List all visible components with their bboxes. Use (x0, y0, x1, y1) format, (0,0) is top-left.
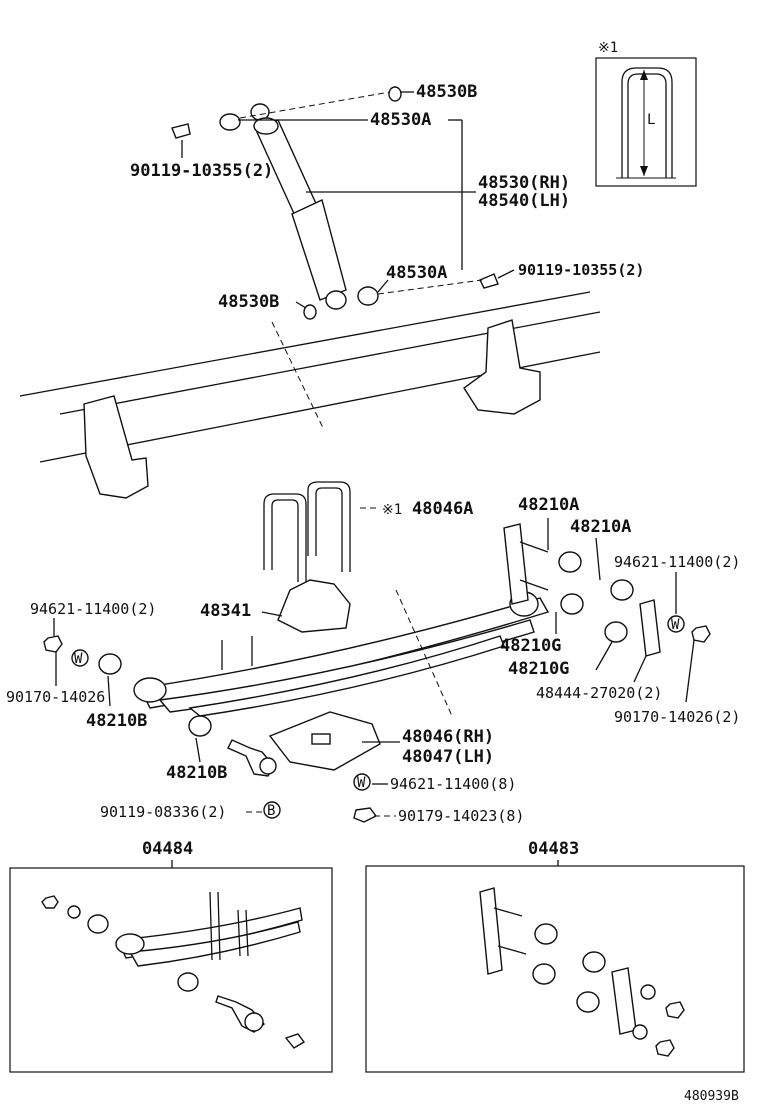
washer-94621-right-icon (667, 615, 685, 633)
label-48444-27020: 48444-27020(2) (536, 684, 662, 702)
washer-marker-seat: W (357, 775, 366, 791)
kit-04483-plate-icon (611, 967, 637, 1035)
kit-04484: 04484 (9, 839, 333, 1073)
kit-04483-frame (365, 865, 745, 1073)
label-94621-11400-left: 94621-11400(2) (30, 600, 156, 618)
label-48210a-2: 48210A (570, 517, 631, 537)
label-48530b-low: 48530B (218, 292, 279, 312)
bolt-90119-left-icon (171, 123, 191, 139)
nut-90170-right-icon (691, 625, 711, 643)
kit-04484-frame (9, 867, 333, 1073)
bushing-48210a-1-icon (558, 551, 582, 573)
kit-04484-bolt-icon (284, 1033, 306, 1049)
label-90119-10355-left: 90119-10355(2) (130, 161, 273, 181)
label-kit-04484: 04484 (142, 839, 193, 859)
part-labels: 48530B 48530A 90119-10355(2) 48530(RH) 4… (6, 82, 740, 825)
kit-04483: 04483 (365, 839, 745, 1073)
washer-94621-left-icon (71, 649, 89, 667)
spring-hanger-front-icon (83, 395, 149, 499)
label-48210b-2: 48210B (166, 763, 227, 783)
inset-frame (595, 57, 697, 187)
shock-absorber (171, 86, 499, 320)
label-48210g-2: 48210G (508, 659, 569, 679)
shackle-plate-icon (503, 523, 529, 605)
label-48341: 48341 (200, 601, 251, 621)
label-90119-08336: 90119-08336(2) (100, 803, 226, 821)
ubolt-length-inset: ※1 L (595, 40, 697, 187)
kit-04484-washer-icon (67, 905, 81, 919)
kit-04483-bushing-3-icon (582, 951, 606, 973)
drawing-number: 480939B (684, 1089, 739, 1104)
shock-lower-body-icon (291, 199, 347, 301)
label-48530-rh: 48530(RH) (478, 173, 570, 193)
nut-90170-left-icon (43, 635, 63, 653)
bushing-48210g-2-icon (604, 621, 628, 643)
ubolt-rear-icon (307, 481, 351, 572)
label-48540-lh: 48540(LH) (478, 191, 570, 211)
inset-ubolt-icon (621, 67, 673, 178)
label-kit-04483: 04483 (528, 839, 579, 859)
label-90170-14026-right: 90170-14026(2) (614, 708, 740, 726)
label-94621-11400-right: 94621-11400(2) (614, 553, 740, 571)
inset-ref-mark: ※1 (598, 40, 618, 56)
kit-04483-nut-2-icon (655, 1039, 675, 1057)
bolt-90119-right-icon (479, 273, 499, 289)
washer-94621-8-icon (353, 773, 371, 791)
bushing-48210b-lower-icon (188, 715, 212, 737)
bushing-48210b-upper-icon (98, 653, 122, 675)
bump-stopper-48341-icon (277, 579, 351, 633)
leader-lines (53, 91, 695, 868)
bushing-48210g-1-icon (560, 593, 584, 615)
shackle-plate-48444-icon (639, 599, 661, 657)
label-48047-lh: 48047(LH) (402, 747, 494, 767)
bushing-48210a-2-icon (610, 579, 634, 601)
shock-lower-eye-icon (325, 290, 347, 310)
kit-04484-nut-icon (41, 895, 59, 909)
spring-front-eye-icon (133, 677, 167, 703)
washer-48530b-low-icon (303, 304, 317, 320)
marker-b: B (267, 803, 275, 819)
label-48210g-1: 48210G (500, 636, 561, 656)
label-48530a-low: 48530A (386, 263, 447, 283)
kit-04483-washer-1-icon (640, 984, 656, 1000)
kit-04483-nut-1-icon (665, 1001, 685, 1019)
spring-hanger-rear-icon (463, 319, 541, 415)
bushing-48530a-top-icon (219, 113, 241, 131)
washer-marker-right: W (671, 617, 680, 633)
washer-marker-left: W (74, 651, 83, 667)
label-48210b-1: 48210B (86, 711, 147, 731)
kit-04483-bushing-1-icon (534, 923, 558, 945)
washer-48530b-icon (388, 86, 402, 102)
label-48046a-ref-mark: ※1 (382, 502, 402, 518)
kit-04483-shackle-icon (479, 887, 503, 975)
kit-04484-bushing-lower-icon (177, 972, 199, 992)
bushing-48530a-low-icon (357, 286, 379, 306)
label-48210a-1: 48210A (518, 495, 579, 515)
inset-length-label: L (647, 112, 655, 128)
marker-b-circle-icon (263, 801, 281, 819)
label-90170-14026-left: 90170-14026 (6, 688, 105, 706)
frame-rails (19, 291, 601, 499)
label-48046a: 48046A (412, 499, 473, 519)
ubolt-front-icon (263, 493, 307, 582)
label-90179-14023: 90179-14023(8) (398, 807, 524, 825)
kit-04483-bushing-4-icon (576, 991, 600, 1013)
nut-90179-14023-icon (353, 807, 378, 823)
label-48530b-top: 48530B (416, 82, 477, 102)
kit-04484-bushing-upper-icon (87, 914, 109, 934)
kit-04483-washer-2-icon (632, 1024, 648, 1040)
label-48046-rh: 48046(RH) (402, 727, 494, 747)
label-90119-10355-right: 90119-10355(2) (518, 261, 644, 279)
leaf-spring-assembly: W W W B (43, 481, 711, 823)
label-94621-11400-8: 94621-11400(8) (390, 775, 516, 793)
kit-04483-bushing-2-icon (532, 963, 556, 985)
label-48530a-top: 48530A (370, 110, 431, 130)
